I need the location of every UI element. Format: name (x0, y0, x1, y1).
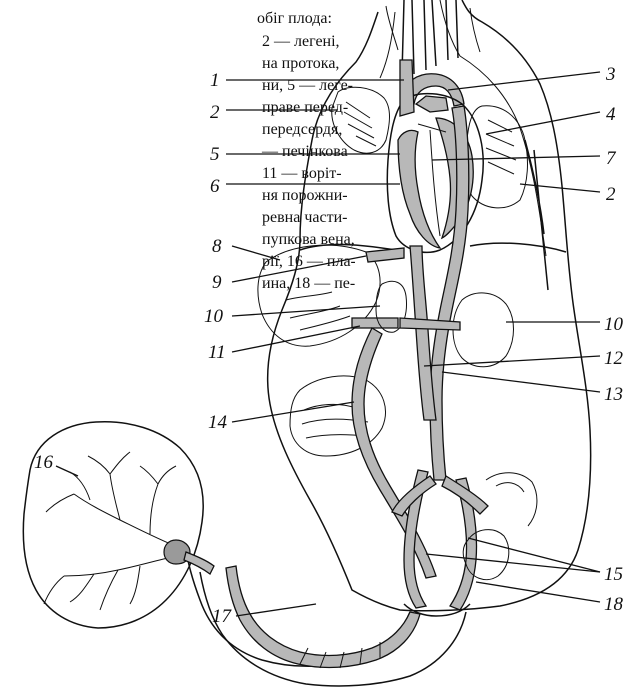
label-16: 16 (34, 452, 54, 473)
label-18: 18 (604, 594, 624, 615)
label-2-right: 2 (606, 184, 616, 205)
label-8: 8 (212, 236, 222, 257)
label-15: 15 (604, 564, 623, 585)
label-14: 14 (208, 412, 228, 433)
label-17: 17 (212, 606, 233, 627)
label-6: 6 (210, 176, 220, 197)
superior-vena-cava (400, 60, 414, 116)
label-12: 12 (604, 348, 624, 369)
label-11: 11 (208, 342, 226, 363)
label-4: 4 (606, 104, 616, 125)
label-1: 1 (210, 70, 220, 91)
label-7: 7 (606, 148, 617, 169)
label-3: 3 (605, 64, 616, 85)
label-9: 9 (212, 272, 222, 293)
label-5: 5 (210, 144, 220, 165)
label-13: 13 (604, 384, 623, 405)
label-2-left: 2 (210, 102, 220, 123)
label-10-right: 10 (604, 314, 624, 335)
label-10-left: 10 (204, 306, 224, 327)
